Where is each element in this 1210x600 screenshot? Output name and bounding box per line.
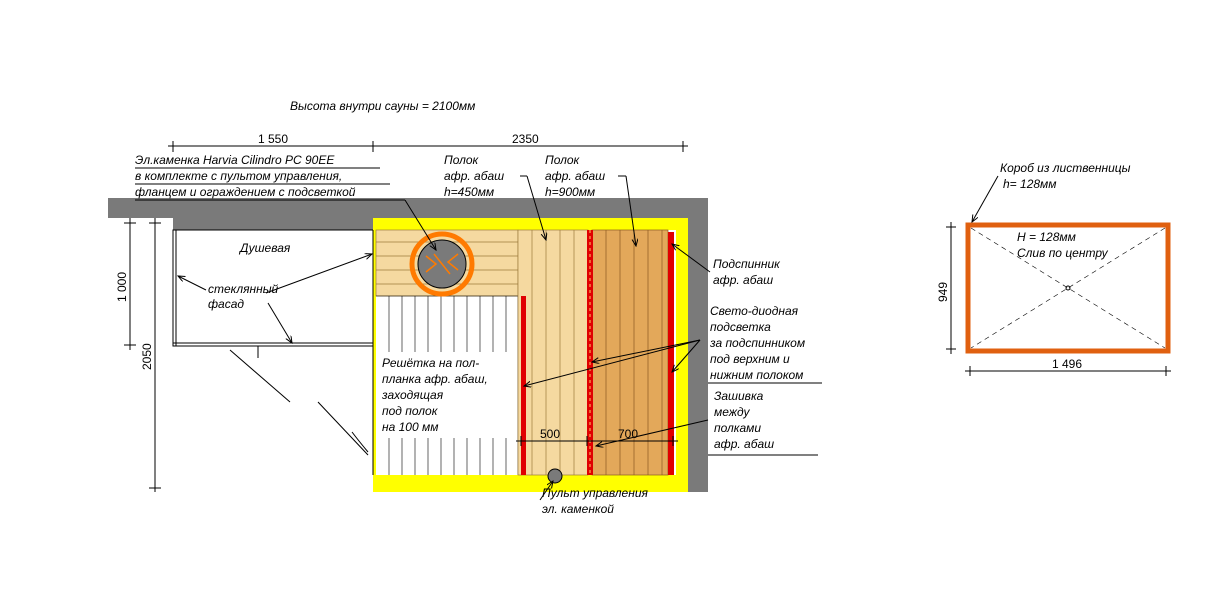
svg-text:полками: полками: [714, 421, 761, 435]
svg-text:за подспинником: за подспинником: [709, 336, 805, 350]
svg-text:эл. каменкой: эл. каменкой: [542, 502, 614, 516]
door-swing: [229, 346, 369, 456]
svg-text:между: между: [714, 405, 751, 419]
svg-text:Зашивка: Зашивка: [714, 389, 764, 403]
shelf-dims: [516, 436, 678, 446]
box-inner-h: H = 128мм: [1017, 230, 1076, 244]
shelf-450-label: Полок афр. абаш h=450мм: [444, 153, 546, 240]
svg-text:афр. абаш: афр. абаш: [714, 437, 774, 451]
box-inner-drain: Слив по центру: [1017, 246, 1109, 260]
glass-label-2: фасад: [208, 297, 244, 311]
top-dimension: [168, 141, 688, 152]
svg-text:Полок: Полок: [444, 153, 480, 167]
svg-text:Полок: Полок: [545, 153, 581, 167]
heater: [409, 231, 475, 297]
glass-label-group: стеклянный фасад: [178, 254, 372, 343]
dim-949: 949: [936, 282, 950, 302]
control-panel-icon: [547, 468, 563, 484]
svg-text:афр. абаш: афр. абаш: [713, 273, 773, 287]
svg-text:в комплекте с пультом управлен: в комплекте с пультом управления,: [135, 169, 342, 183]
grate-label: Решётка на пол- планка афр. абаш, заходя…: [381, 356, 488, 434]
larch-box: [965, 222, 1171, 354]
svg-text:h=900мм: h=900мм: [545, 185, 595, 199]
svg-text:Подспинник: Подспинник: [713, 257, 781, 271]
dim-2350: 2350: [512, 132, 539, 146]
glass-label-1: стеклянный: [208, 282, 279, 296]
svg-text:подсветка: подсветка: [710, 320, 771, 334]
heater-label: Эл.каменка Harvia Cilindro PC 90EE в ком…: [135, 153, 436, 250]
svg-text:фланцем и ограждением с подсве: фланцем и ограждением с подсветкой: [135, 185, 356, 199]
svg-text:афр. абаш: афр. абаш: [545, 169, 605, 183]
dim-1000: 1 000: [115, 272, 129, 302]
shelf-450: [517, 229, 589, 476]
box-dims: [946, 222, 1171, 376]
svg-text:под полок: под полок: [382, 404, 439, 418]
svg-text:нижним полоком: нижним полоком: [710, 368, 803, 382]
svg-text:Короб из лиственницы: Короб из лиственницы: [1000, 161, 1131, 175]
svg-text:афр. абаш: афр. абаш: [444, 169, 504, 183]
led-label: Свето-диодная подсветка за подспинником …: [524, 304, 822, 386]
control-label: Пульт управления эл. каменкой: [539, 481, 649, 516]
shower-label: Душевая: [238, 241, 291, 255]
box-title: Короб из лиственницы h= 128мм: [972, 161, 1131, 222]
dim-1550: 1 550: [258, 132, 288, 146]
dim-1496: 1 496: [1052, 357, 1082, 371]
dim-500: 500: [540, 427, 560, 441]
shelf-900-label: Полок афр. абаш h=900мм: [545, 153, 636, 246]
backrest-label: Подспинник афр. абаш: [672, 244, 781, 287]
sauna-height-title: Высота внутри сауны = 2100мм: [290, 99, 475, 113]
svg-text:h= 128мм: h= 128мм: [1003, 177, 1057, 191]
left-dimensions: [124, 218, 161, 492]
svg-text:Свето-диодная: Свето-диодная: [710, 304, 799, 318]
dim-2050: 2050: [140, 343, 154, 370]
svg-text:h=450мм: h=450мм: [444, 185, 494, 199]
walls: [108, 198, 708, 492]
svg-text:Решётка на пол-: Решётка на пол-: [382, 356, 479, 370]
svg-text:под верхним и: под верхним и: [710, 352, 790, 366]
svg-text:планка афр. абаш,: планка афр. абаш,: [382, 372, 488, 386]
svg-text:на 100 мм: на 100 мм: [382, 420, 438, 434]
sheathing-label: Зашивка между полками афр. абаш: [596, 389, 818, 456]
svg-text:Эл.каменка Harvia Cilindro PC: Эл.каменка Harvia Cilindro PC 90EE: [135, 153, 335, 167]
grate-label-bg: [378, 352, 513, 438]
svg-text:заходящая: заходящая: [381, 388, 444, 402]
svg-text:Пульт управления: Пульт управления: [542, 486, 649, 500]
